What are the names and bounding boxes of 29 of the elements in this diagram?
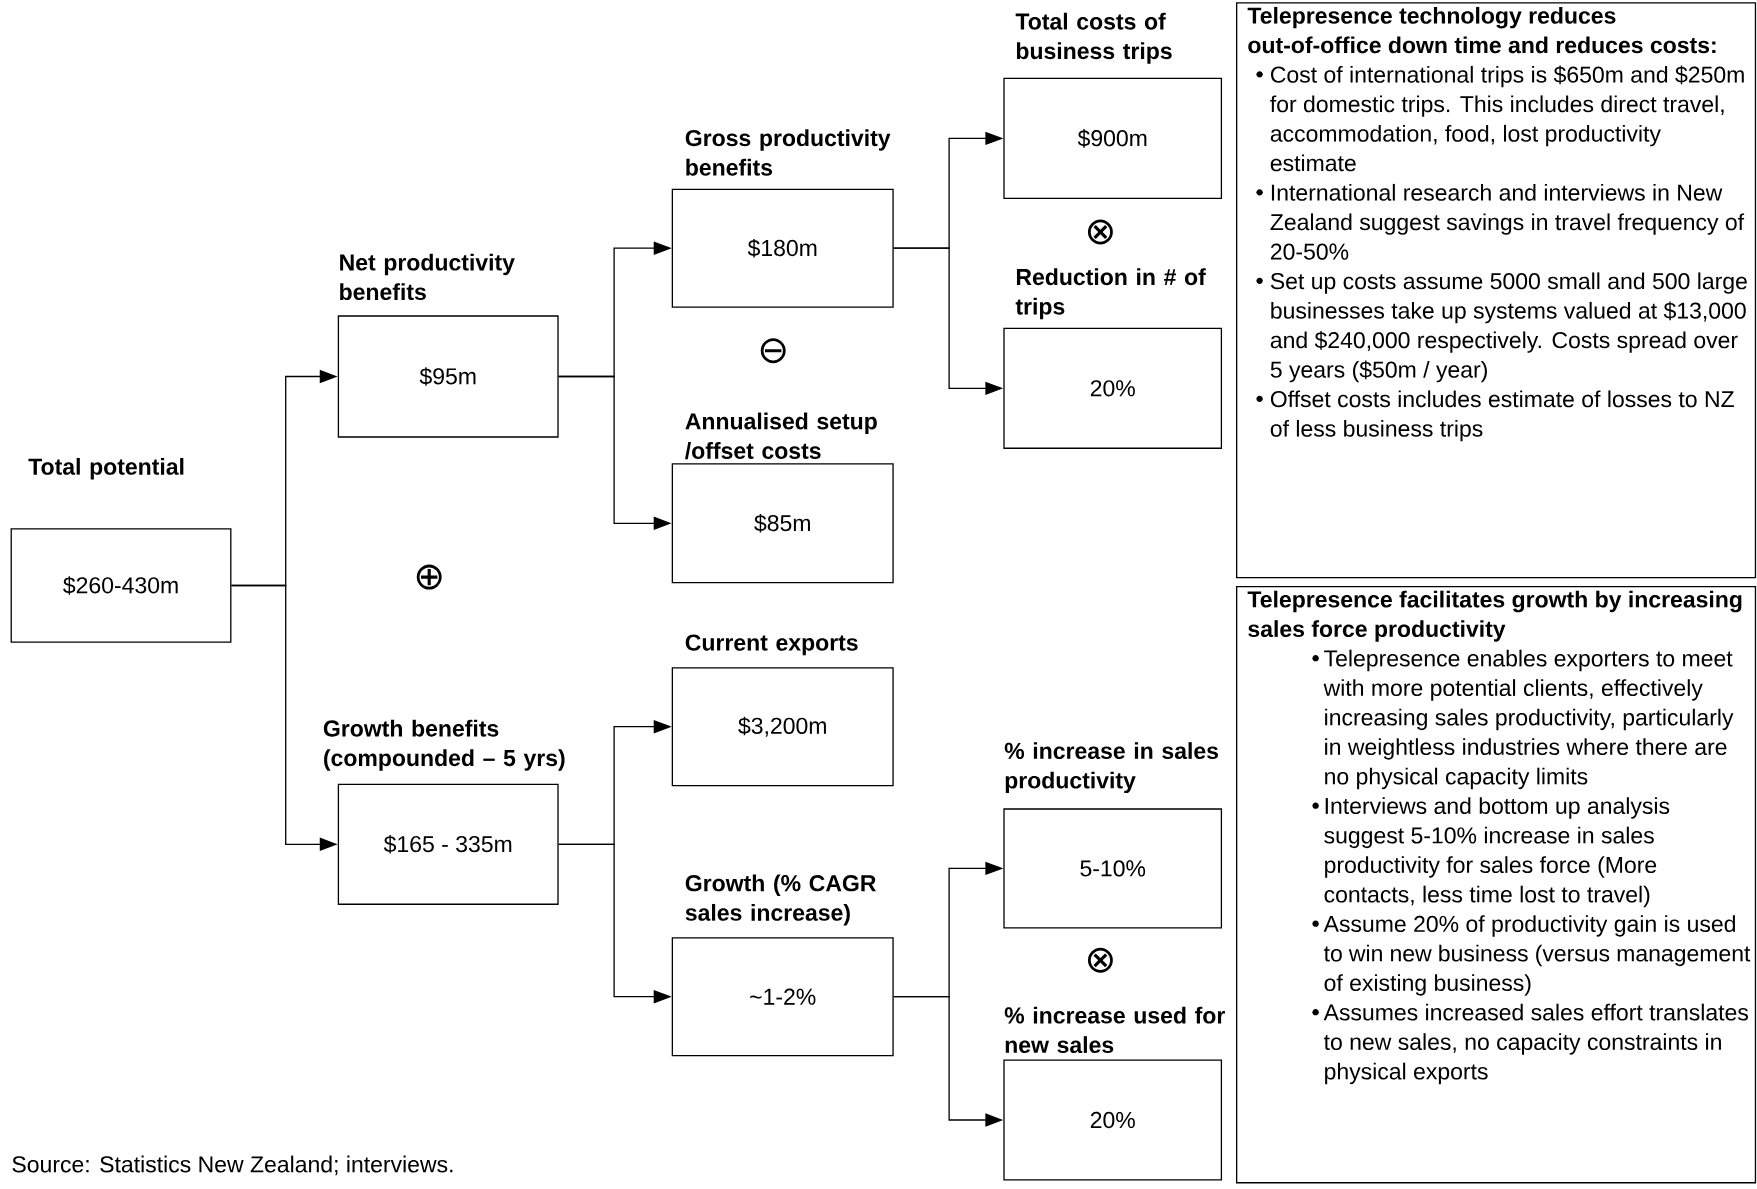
box-heading: % increase in sales productivity <box>1004 742 1219 794</box>
source-note: Source: Statistics New Zealand; interviews. <box>12 1155 453 1176</box>
box-heading: Growth benefits (compounded – 5 yrs) <box>323 719 565 771</box>
value-box: 20% <box>1003 327 1223 449</box>
operator-symbol: ⊗ <box>1087 947 1113 973</box>
operator-symbol: ⊗ <box>1087 219 1113 245</box>
note-panel: Telepresence technology reduces out-of-office down time and reduces costs: Cost of international trips is $650m and $250m for domestic trips. This includes direct travel, accommodation, food, lost productivity estimate International research and interviews in New Zealand suggest savings in travel frequency of 20-50% Set up costs assume 5000 small and 500 large businesses take up systems valued at $13,000 and $240,000 respectively. Costs spread over 5 years ($50m / year) Offset costs includes estimate of losses to NZ of less business trips <box>1236 2 1757 579</box>
note-panel: Telepresence facilitates growth by increasing sales force productivity Telepresence enables exporters to meet with more potential clients, effectively increasing sales productivity, particularly in weightless industries where there are no physical capacity limits Interviews and bottom up analysis suggest 5-10% increase in sales productivity for sales force (More contacts, less time lost to travel) Assume 20% of productivity gain is used to win new business (versus management of existing business) Assumes increased sales effort translates to new sales, no capacity constraints in physical exports <box>1236 586 1757 1184</box>
value-box: $260-430m <box>10 528 232 643</box>
operator-symbol: ⊕ <box>416 564 442 590</box>
box-heading: % increase used for new sales <box>1004 1006 1225 1054</box>
box-heading: Total potential <box>28 457 184 480</box>
box-heading: Current exports <box>685 634 858 656</box>
value-box: $3,200m <box>671 667 894 787</box>
value-box: $900m <box>1003 77 1223 199</box>
value-box: $95m <box>337 315 559 438</box>
box-heading: Net productivity benefits <box>340 253 515 301</box>
value-box: $180m <box>671 188 894 308</box>
value-box: $165 - 335m <box>337 783 559 905</box>
box-heading: Gross productivity benefits <box>685 129 891 176</box>
operator-symbol: ⊖ <box>760 338 786 364</box>
box-heading: Annualised setup /offset costs <box>685 412 877 460</box>
box-heading: Reduction in # of trips <box>1015 268 1206 320</box>
value-box: 5-10% <box>1003 808 1223 929</box>
value-box: ~1-2% <box>671 937 894 1057</box>
value-box: $85m <box>671 463 894 584</box>
value-box: 20% <box>1003 1059 1223 1181</box>
box-heading: Total costs of business trips <box>1015 12 1172 64</box>
box-heading: Growth (% CAGR sales increase) <box>685 874 876 926</box>
